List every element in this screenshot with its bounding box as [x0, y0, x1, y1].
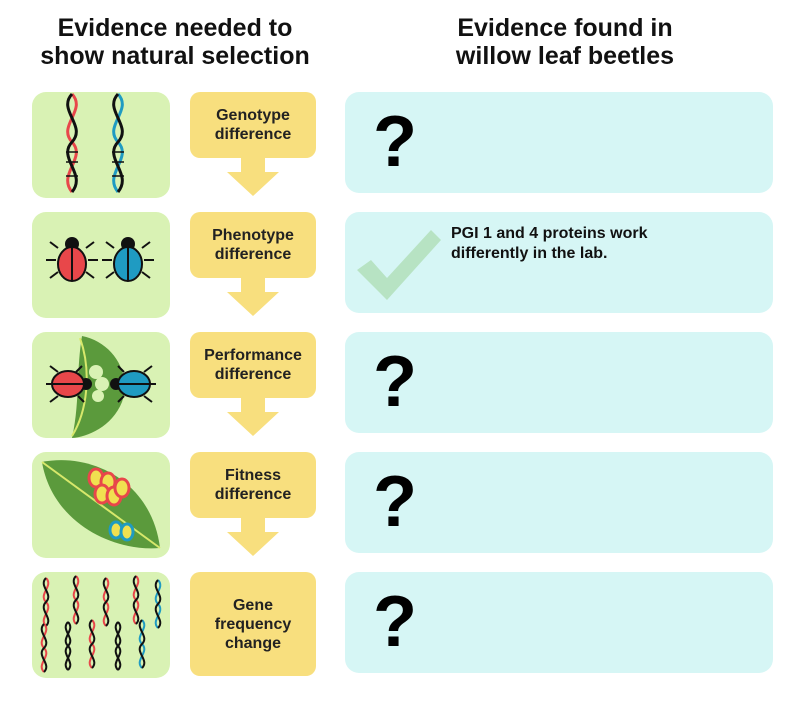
evidence-text-line-1: PGI 1 and 4 proteins work	[451, 225, 648, 242]
step-performance-box: Performance difference	[190, 332, 316, 398]
step-genotype-box: Genotype difference	[190, 92, 316, 158]
evidence-gene-frequency: ?	[345, 572, 773, 673]
leaf-with-eggs-icon	[32, 452, 170, 558]
step-gene-frequency-label-2: frequency	[214, 615, 292, 633]
checkmark-icon	[353, 224, 443, 309]
right-header-line-1: Evidence found in	[457, 14, 673, 42]
dna-pair-icon	[32, 92, 170, 198]
question-mark: ?	[373, 342, 417, 422]
step-gene-frequency-label-3: change	[224, 634, 281, 652]
step-performance-label-2: difference	[214, 366, 292, 383]
step-fitness-label-1: Fitness	[224, 467, 281, 484]
question-mark: ?	[373, 462, 417, 542]
step-fitness-box: Fitness difference	[190, 452, 316, 518]
right-column-header: Evidence found in willow leaf beetles	[370, 14, 760, 70]
step-gene-frequency-box: Gene frequency change	[190, 572, 316, 676]
beetles-icon	[32, 212, 170, 318]
step-fitness-label-2: difference	[214, 486, 292, 503]
step-performance: Performance difference	[190, 332, 316, 438]
step-gene-frequency-label-1: Gene	[232, 596, 273, 614]
question-mark: ?	[373, 582, 417, 662]
dna-population-icon	[32, 572, 170, 678]
step-performance-label-1: Performance	[204, 347, 302, 364]
evidence-genotype: ?	[345, 92, 773, 193]
left-header-line-1: Evidence needed to	[57, 14, 293, 42]
step-genotype: Genotype difference	[190, 92, 316, 198]
right-header-line-2: willow leaf beetles	[455, 42, 675, 70]
evidence-text-line-2: differently in the lab.	[451, 245, 608, 262]
left-column-header: Evidence needed to show natural selectio…	[10, 14, 340, 70]
evidence-phenotype: PGI 1 and 4 proteins work differently in…	[345, 212, 773, 313]
step-phenotype: Phenotype difference	[190, 212, 316, 318]
step-genotype-label-2: difference	[214, 126, 292, 143]
step-phenotype-label-1: Phenotype	[212, 227, 294, 244]
left-header-line-2: show natural selection	[40, 42, 310, 70]
beetles-eating-leaf-icon	[32, 332, 170, 438]
evidence-performance: ?	[345, 332, 773, 433]
step-phenotype-label-2: difference	[214, 246, 292, 263]
step-genotype-label-1: Genotype	[216, 107, 290, 124]
evidence-phenotype-text: PGI 1 and 4 proteins work differently in…	[451, 224, 648, 264]
question-mark: ?	[373, 102, 417, 182]
evidence-fitness: ?	[345, 452, 773, 553]
step-fitness: Fitness difference	[190, 452, 316, 558]
down-arrow-icon	[223, 518, 283, 558]
down-arrow-icon	[223, 398, 283, 438]
step-phenotype-box: Phenotype difference	[190, 212, 316, 278]
down-arrow-icon	[223, 278, 283, 318]
down-arrow-icon	[223, 158, 283, 198]
step-gene-frequency: Gene frequency change	[190, 572, 316, 676]
